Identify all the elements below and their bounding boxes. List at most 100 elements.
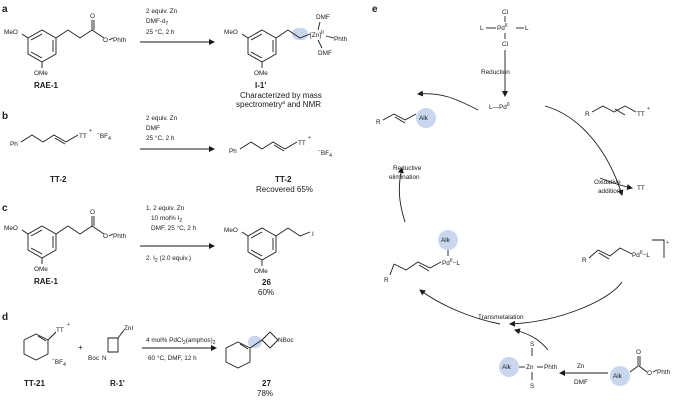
alk-group: Alk — [419, 115, 429, 122]
ligand-label: L — [525, 25, 529, 32]
cycle-arrow — [544, 105, 624, 196]
reductive-elimination-label: Reductive — [393, 165, 422, 172]
product-27-structure: NBoc — [225, 331, 294, 369]
r-group: R — [582, 257, 587, 264]
phenyl-label: Ph — [10, 141, 18, 148]
panel-d: d TT + −BF4 TT-21 + ZnI Boc N R-1' 4 mol… — [2, 312, 294, 398]
pd0-catalyst: L—Pd0 — [489, 102, 510, 111]
cycle-substrate: R TT + — [585, 105, 650, 118]
solvent-ligand: S — [530, 383, 534, 390]
solvent-ligand: S — [530, 341, 534, 348]
ester-oxygen: O — [647, 370, 652, 377]
iodine-label: I — [312, 231, 314, 238]
ester-oxygen: O — [103, 37, 108, 44]
highlight-bond — [292, 28, 308, 40]
precatalyst: Cl L PdII L Cl — [480, 9, 529, 48]
rae-1-name: RAE-1 — [34, 277, 59, 286]
chloride-label: Cl — [502, 41, 508, 48]
alk-highlight — [438, 230, 458, 250]
zinc-label: Zn — [526, 364, 534, 371]
tt-21-name: TT-21 — [24, 379, 45, 388]
phth-label: Phth — [113, 37, 127, 44]
palladium-label: PdII−L — [442, 258, 460, 267]
phth-label: Phth — [113, 233, 127, 240]
alk-highlight — [610, 366, 630, 386]
ester-oxygen: O — [103, 233, 108, 240]
rae-1-structure: MeO OMe O O Phth — [4, 13, 127, 77]
dmf-ligand: DMF — [318, 50, 332, 57]
methoxy-label: OMe — [34, 266, 48, 273]
condition-line: DMF — [146, 125, 160, 132]
plus-sign: + — [78, 343, 83, 352]
methoxy-label: OMe — [34, 70, 48, 77]
cycle-arrow — [417, 90, 479, 111]
alk-group: Alk — [502, 364, 512, 371]
boc-label: Boc — [88, 355, 100, 362]
r-1-name: R-1' — [110, 379, 125, 388]
phenyl-label: Ph — [229, 148, 237, 155]
counterion: −BF4 — [52, 357, 66, 368]
product-26-name: 26 — [262, 278, 271, 287]
thianthrenium-label: TT — [79, 133, 87, 140]
alkyl-zinc-reagent: S Alk Zn Phth S — [499, 341, 558, 390]
thianthrenium-label: TT — [56, 327, 64, 334]
r-group: R — [376, 119, 381, 126]
counterion: −BF4 — [97, 131, 111, 142]
counterion: −BF4 — [318, 148, 332, 159]
condition-line: 60 °C, DMF, 12 h — [148, 354, 197, 362]
charge-plus: + — [67, 322, 70, 328]
panel-d-label: d — [2, 312, 8, 323]
bracket — [652, 239, 665, 258]
condition-line: 2 equiv. Zn — [146, 8, 178, 15]
palladium-label: PdII−L — [632, 250, 650, 259]
palladium-label: PdII — [497, 23, 508, 32]
highlight-bond — [248, 336, 262, 348]
methoxy-label: MeO — [4, 29, 18, 36]
tt-2-product: Ph TT + −BF4 — [229, 135, 332, 159]
charge-plus: + — [308, 135, 311, 141]
characterization-note: spectrometrya and NMR — [236, 100, 321, 109]
zn-condition: Zn — [577, 363, 585, 370]
reduction-label: Reduction — [481, 69, 510, 76]
methoxy-label: OMe — [254, 268, 268, 275]
condition-line: DMF, 25 °C, 2 h — [151, 224, 197, 232]
r-1-structure: ZnI Boc N — [88, 325, 133, 362]
alk-highlight — [416, 108, 436, 128]
condition-line: 2 equiv. Zn — [146, 115, 178, 122]
condition-line: DMF-d7 — [146, 18, 169, 27]
characterization-note: Characterized by mass — [240, 91, 322, 100]
product-26-structure: MeO OMe I — [224, 227, 314, 275]
charge-plus: + — [89, 128, 92, 134]
panel-e: e Cl L PdII L Cl Reduction L—Pd0 R — [372, 4, 671, 390]
thianthrenium-label: TT — [298, 140, 306, 147]
phth-label: Phth — [657, 369, 671, 376]
panel-b: b Ph TT + −BF4 TT-2 2 equiv. Zn DMF 25 °… — [2, 111, 332, 194]
tt-2-product-name: TT-2 — [275, 175, 292, 184]
pd-allyl-complex: R PdII−L + — [582, 239, 669, 264]
dmf-condition: DMF — [574, 379, 588, 386]
chloride-label: Cl — [502, 9, 508, 16]
methoxy-label: MeO — [224, 29, 238, 36]
redox-active-ester: Alk O O Phth — [610, 349, 671, 386]
nboc-label: NBoc — [278, 337, 294, 344]
alk-group: Alk — [613, 373, 623, 380]
phth-label: Phth — [544, 364, 558, 371]
rae-1-structure: MeO OMe O O Phth — [4, 209, 127, 273]
transmetalation-label: Transmetalation — [478, 314, 524, 321]
i-1-name: I-1' — [255, 81, 266, 90]
tt-byproduct: TT — [637, 185, 645, 192]
product-27-yield: 78% — [257, 389, 273, 398]
tt-release-arrow — [599, 177, 633, 190]
r-group: R — [585, 111, 590, 118]
oxidative-addition-label: Oxidative — [594, 179, 621, 186]
reductive-elimination-label: elimination — [389, 174, 420, 181]
zinc-iodide-label: ZnI — [124, 325, 133, 332]
carbonyl-oxygen: O — [90, 13, 95, 20]
condition-line: 25 °C, 2 h — [146, 134, 175, 142]
nitrogen-label: N — [102, 355, 107, 362]
panel-c-label: c — [2, 203, 8, 214]
ligand-label: L — [480, 25, 484, 32]
tt-2-reactant: Ph TT + −BF4 — [10, 128, 111, 148]
zinc-center: [Zn]II — [310, 30, 324, 39]
